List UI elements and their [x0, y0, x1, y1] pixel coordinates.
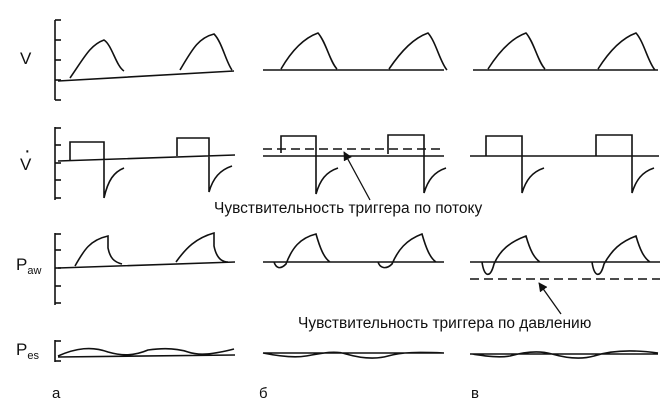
paw-c-trace [470, 234, 660, 276]
panel-label-a: а [52, 385, 61, 402]
paw-label-main: P [16, 255, 28, 274]
axes-group [54, 19, 61, 362]
flow-trigger-caption: Чувствительность триггера по потоку [214, 200, 483, 217]
paw-a-trace [57, 231, 236, 269]
flow-label-text: V [20, 155, 32, 174]
pressure-trigger-arrow [538, 282, 562, 315]
flow-label: V [20, 156, 31, 173]
flow-dot: · [24, 140, 31, 162]
flow-c-trace [470, 134, 659, 194]
pes-b-trace [262, 351, 445, 359]
flow-trigger-arrow [343, 151, 371, 201]
pes-label-sub: es [27, 350, 39, 362]
pes-c-trace [470, 350, 659, 359]
pressure-trigger-caption: Чувствительность триггера по давлению [298, 315, 592, 332]
flow-b-trace [263, 134, 447, 195]
volume-a-trace [57, 33, 235, 82]
paw-label: Paw [16, 256, 41, 277]
traces-group [57, 32, 660, 359]
volume-c-trace [473, 32, 658, 71]
panel-label-c: в [471, 385, 479, 402]
volume-b-trace [263, 32, 448, 71]
flow-a-trace [57, 137, 236, 199]
panel-label-b: б [259, 385, 268, 402]
pes-label-main: P [16, 340, 28, 359]
paw-label-sub: aw [27, 265, 42, 277]
arrows-group [343, 151, 562, 315]
volume-label: V [20, 49, 32, 68]
pes-label: Pes [16, 341, 39, 362]
paw-b-trace [263, 232, 444, 269]
pes-a-trace [57, 347, 236, 358]
